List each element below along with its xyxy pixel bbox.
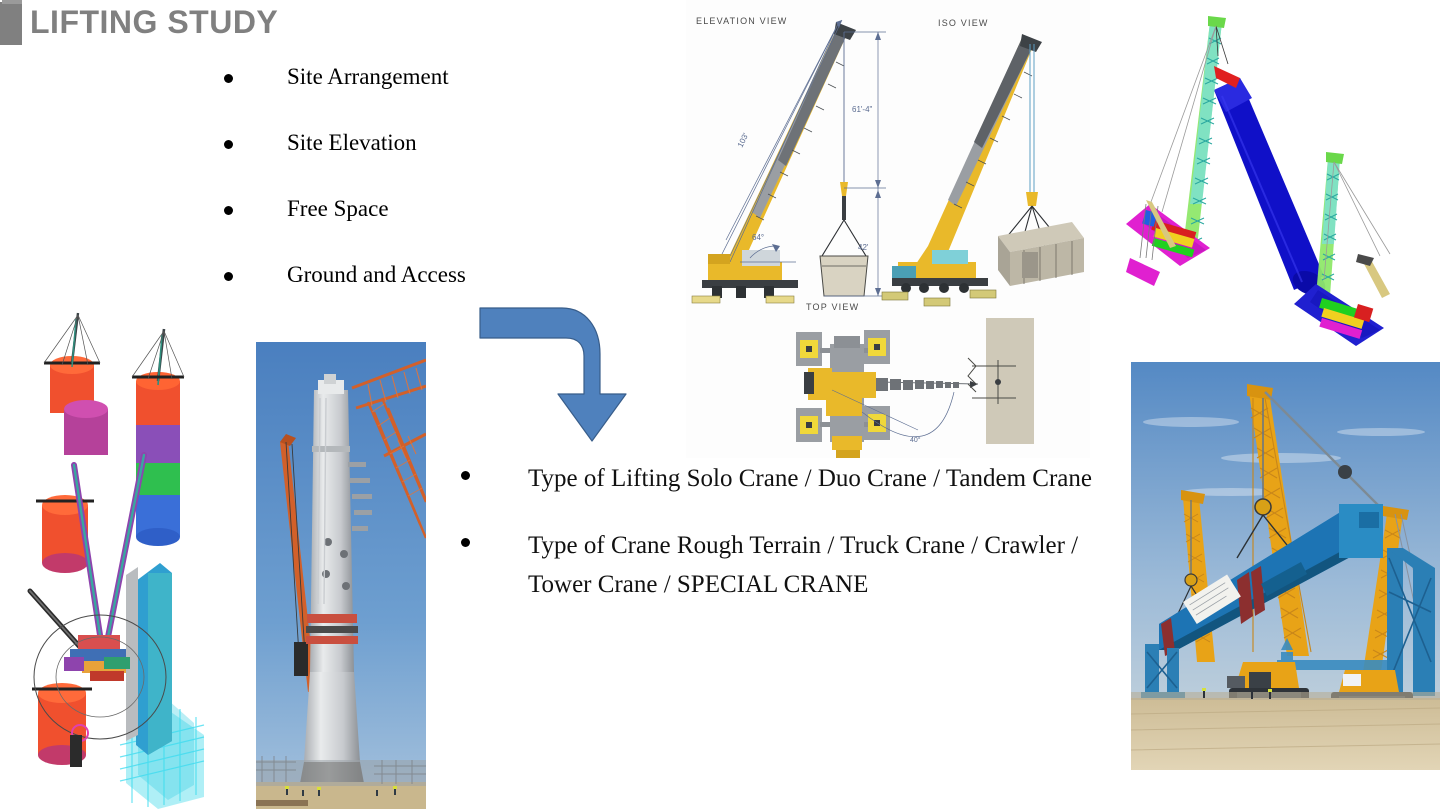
list-item: Type of Lifting Solo Crane / Duo Crane /… xyxy=(461,460,1131,499)
bullet-list-top: Site Arrangement Site Elevation Free Spa… xyxy=(224,62,524,326)
list-item: Ground and Access xyxy=(224,260,524,290)
bent-arrow-down-icon xyxy=(478,296,648,444)
dim-swing-angle: 40° xyxy=(910,436,921,444)
bullet-label: Site Elevation xyxy=(287,129,417,155)
cad-tandem-crawler-lift xyxy=(1118,4,1440,356)
dim-boom-angle: 64° xyxy=(752,233,764,242)
bullet-dot-icon xyxy=(224,271,233,281)
bullet-list-bottom: Type of Lifting Solo Crane / Duo Crane /… xyxy=(461,460,1131,632)
dim-load-height: 42' xyxy=(858,243,869,252)
elevation-view-label: ELEVATION VIEW xyxy=(696,16,787,26)
iso-view-label: ISO VIEW xyxy=(938,18,989,28)
title-marker xyxy=(0,0,22,45)
list-item: Site Elevation xyxy=(224,128,524,158)
dim-hook-height: 61'-4" xyxy=(852,105,873,114)
bullet-dot-icon xyxy=(461,537,470,547)
crane-lift-plan-drawing: ELEVATION VIEW ISO VIEW TOP VIEW 103' 61… xyxy=(686,0,1090,458)
top-view-label: TOP VIEW xyxy=(806,302,859,312)
bullet-dot-icon xyxy=(224,139,233,149)
list-item: Site Arrangement xyxy=(224,62,524,92)
list-item: Free Space xyxy=(224,194,524,224)
bullet-dot-icon xyxy=(224,74,233,83)
photo-column-erection xyxy=(256,342,426,809)
bullet-label: Type of Lifting Solo Crane / Duo Crane /… xyxy=(528,465,1092,492)
bullet-label: Ground and Access xyxy=(287,261,466,287)
list-item: Type of Crane Rough Terrain / Truck Cran… xyxy=(461,527,1131,605)
bullet-label: Type of Crane Rough Terrain / Truck Cran… xyxy=(528,531,1079,598)
bullet-label: Free Space xyxy=(287,195,389,221)
bullet-dot-icon xyxy=(224,205,233,215)
page-title: LIFTING STUDY xyxy=(30,4,279,40)
cad-ring-crane-lift-study xyxy=(8,305,213,809)
photo-tandem-girder-lift xyxy=(1131,362,1440,770)
bullet-label: Site Arrangement xyxy=(287,64,449,89)
bullet-dot-icon xyxy=(461,471,470,480)
